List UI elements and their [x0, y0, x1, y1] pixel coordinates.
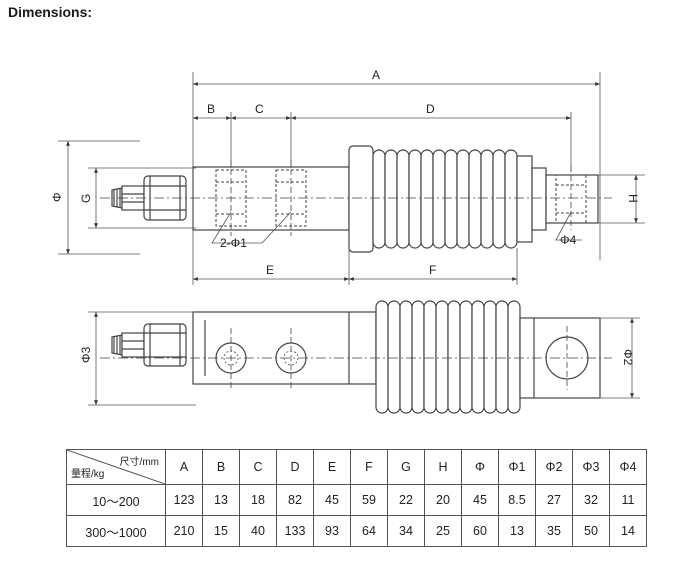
value-cell: 32 [572, 484, 610, 516]
dim-label-phi2: Φ2 [621, 349, 635, 366]
value-cell: 11 [609, 484, 647, 516]
dim-label-b: B [207, 102, 215, 116]
header-size-label: 尺寸/mm [119, 457, 159, 468]
dim-label-phi3: Φ3 [79, 346, 93, 363]
value-cell: 13 [498, 515, 536, 547]
bellows-top [372, 149, 518, 249]
value-cell: 123 [165, 484, 203, 516]
header-range-label: 量程/kg [71, 469, 105, 480]
value-cell: 64 [350, 515, 388, 547]
value-cell: 93 [313, 515, 351, 547]
dim-label-h: H [626, 194, 640, 203]
dimension-table: 尺寸/mm 量程/kg A B C D E F G H Φ Φ1 Φ2 Φ3 Φ… [66, 449, 647, 547]
value-cell: 133 [276, 515, 314, 547]
col-header: F [350, 449, 388, 485]
value-cell: 14 [609, 515, 647, 547]
value-cell: 50 [572, 515, 610, 547]
dimension-labels-top: A B C D E F Φ G H 2-Φ1 Φ4 [50, 68, 640, 277]
value-cell: 35 [535, 515, 573, 547]
col-header: Φ4 [609, 449, 647, 485]
dim-label-phi: Φ [50, 192, 64, 202]
col-header: B [202, 449, 240, 485]
col-header: Φ2 [535, 449, 573, 485]
dim-label-f: F [429, 263, 436, 277]
connector-side [111, 323, 187, 367]
col-header: D [276, 449, 314, 485]
range-cell: 300～1000 [66, 515, 166, 547]
value-cell: 8.5 [498, 484, 536, 516]
col-header: A [165, 449, 203, 485]
range-cell: 10～200 [66, 484, 166, 516]
value-cell: 25 [424, 515, 462, 547]
value-cell: 45 [313, 484, 351, 516]
end-stub-top [545, 174, 599, 224]
table-corner-cell: 尺寸/mm 量程/kg [66, 449, 166, 485]
col-header: C [239, 449, 277, 485]
dim-label-g: G [79, 194, 93, 203]
value-cell: 82 [276, 484, 314, 516]
value-cell: 40 [239, 515, 277, 547]
bellows-side [375, 300, 521, 414]
value-cell: 45 [461, 484, 499, 516]
value-cell: 20 [424, 484, 462, 516]
dim-label-e: E [266, 263, 274, 277]
col-header: Φ3 [572, 449, 610, 485]
value-cell: 15 [202, 515, 240, 547]
connector-top [111, 175, 187, 221]
value-cell: 18 [239, 484, 277, 516]
dim-label-a: A [372, 68, 380, 82]
top-view [100, 145, 612, 253]
value-cell: 34 [387, 515, 425, 547]
technical-drawing: A B C D E F Φ G H 2-Φ1 Φ4 [50, 68, 645, 414]
hole-label-phi1: 2-Φ1 [220, 236, 247, 250]
table-row: 10～200 123 13 18 82 45 59 22 20 45 8.5 2… [66, 484, 647, 516]
dim-label-c: C [255, 102, 264, 116]
dim-label-d: D [426, 102, 435, 116]
dimensions-heading: Dimensions: [8, 4, 93, 20]
table-row: 300～1000 210 15 40 133 93 64 34 25 60 13… [66, 515, 647, 547]
col-header: Φ1 [498, 449, 536, 485]
flange-top [348, 145, 374, 253]
hole-label-phi4: Φ4 [560, 233, 577, 247]
value-cell: 13 [202, 484, 240, 516]
value-cell: 27 [535, 484, 573, 516]
value-cell: 59 [350, 484, 388, 516]
side-view [100, 300, 612, 414]
table-header-row: 尺寸/mm 量程/kg A B C D E F G H Φ Φ1 Φ2 Φ3 Φ… [66, 449, 647, 485]
value-cell: 210 [165, 515, 203, 547]
value-cell: 22 [387, 484, 425, 516]
col-header: Φ [461, 449, 499, 485]
value-cell: 60 [461, 515, 499, 547]
col-header: G [387, 449, 425, 485]
col-header: H [424, 449, 462, 485]
col-header: E [313, 449, 351, 485]
